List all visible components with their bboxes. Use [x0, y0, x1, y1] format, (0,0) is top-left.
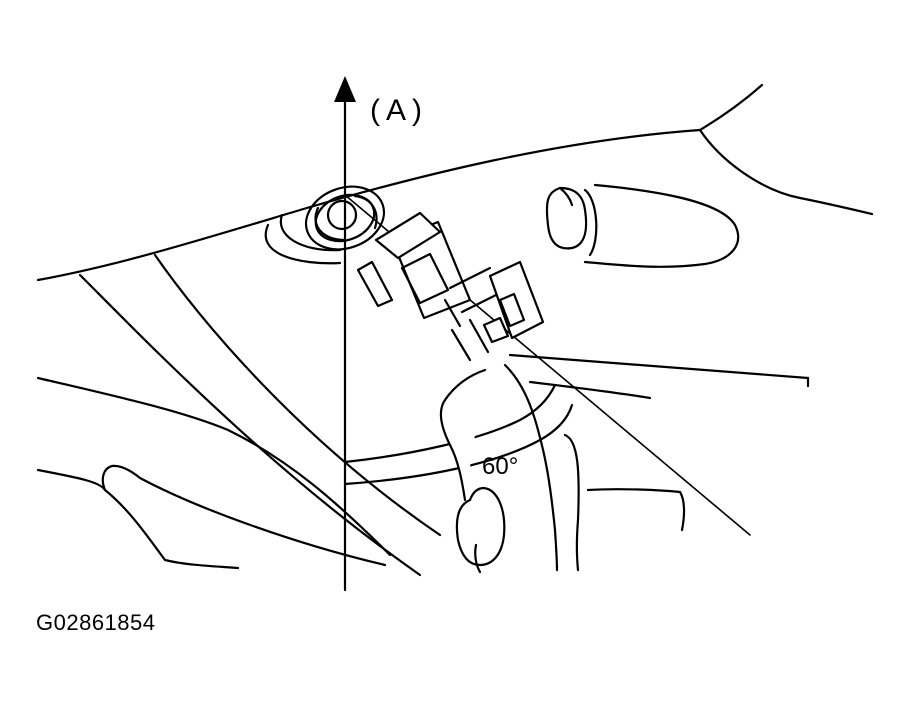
body-outline	[36, 83, 874, 282]
sensor-connector	[356, 211, 545, 362]
angle-arcs	[343, 383, 574, 486]
right-lines	[508, 353, 810, 400]
lower-bracket	[439, 363, 686, 574]
reference-axis	[334, 76, 356, 592]
sensor-bore	[264, 185, 386, 265]
angle-label: 60°	[482, 453, 518, 480]
right-boss	[545, 183, 740, 268]
body-ribs	[36, 253, 442, 577]
figure-id: G02861854	[36, 610, 156, 635]
direction-label: (A)	[370, 94, 428, 127]
